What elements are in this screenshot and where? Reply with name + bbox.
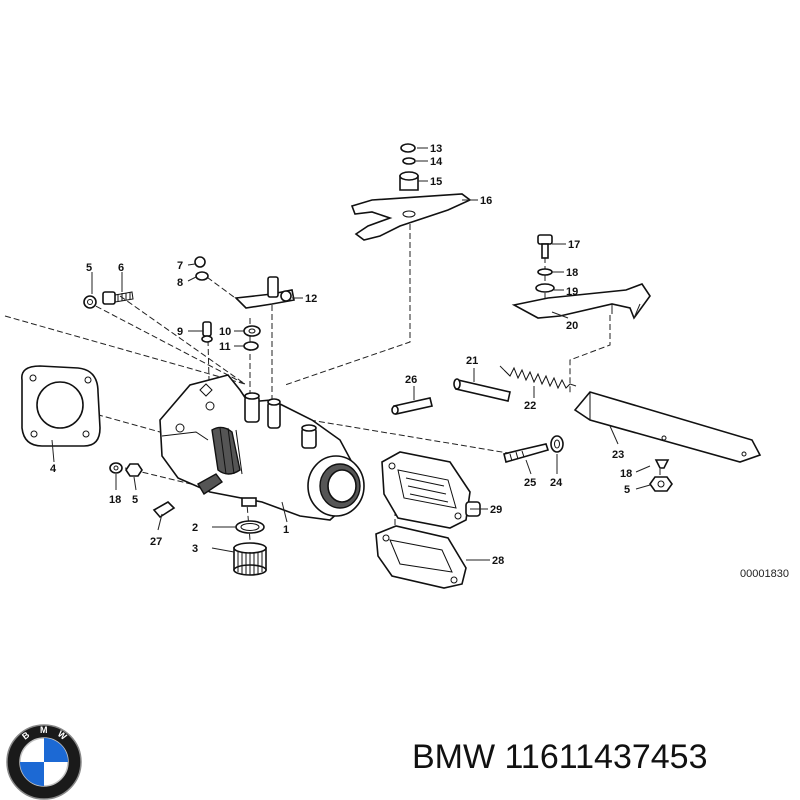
- lever-part-12: [234, 276, 303, 309]
- label-part-15: 15: [430, 176, 442, 188]
- label-part-12: 12: [305, 293, 317, 305]
- washer-part-19: [535, 283, 555, 293]
- label-part-23: 23: [612, 449, 624, 461]
- label-part-4: 4: [50, 463, 57, 475]
- bolt-part-6: [102, 291, 134, 305]
- o-ring-part-2: [235, 520, 265, 534]
- label-part-5-top: 5: [86, 262, 92, 274]
- label-part-22: 22: [524, 400, 536, 412]
- label-part-6: 6: [118, 262, 124, 274]
- label-part-5-lower-right: 5: [624, 484, 630, 496]
- svg-text:M: M: [40, 725, 48, 735]
- label-part-10: 10: [219, 326, 231, 338]
- spring-part-22: [499, 365, 577, 390]
- gasket-part-4: [21, 365, 101, 447]
- label-part-5-left: 5: [132, 494, 138, 506]
- washer-part-18-right: [537, 268, 553, 276]
- label-part-20: 20: [566, 320, 578, 332]
- leader-lines: [51, 147, 651, 561]
- brand-name: BMW: [412, 738, 496, 776]
- washer-part-10: [243, 325, 261, 337]
- washer-part-8: [195, 271, 209, 281]
- filter-part-3: [233, 542, 267, 576]
- pin-part-27: [152, 501, 176, 519]
- label-part-19: 19: [566, 286, 578, 298]
- brand-and-part-number: BMW 11611437453: [412, 738, 708, 777]
- label-part-17: 17: [568, 239, 580, 251]
- label-part-29: 29: [490, 504, 502, 516]
- label-part-28: 28: [492, 555, 504, 567]
- label-part-1: 1: [283, 524, 289, 536]
- label-part-7: 7: [177, 260, 183, 272]
- label-part-18-right: 18: [566, 267, 578, 279]
- label-part-8: 8: [177, 277, 183, 289]
- nut-part-11: [243, 341, 259, 351]
- bmw-logo: B M W: [6, 724, 82, 800]
- washer-part-18-left: [109, 462, 123, 474]
- bracket-part-16: [350, 193, 472, 241]
- label-part-21: 21: [466, 355, 478, 367]
- label-part-13: 13: [430, 143, 442, 155]
- part-number: 11611437453: [504, 738, 708, 776]
- label-part-9: 9: [177, 326, 183, 338]
- catalog-number: 00001830: [740, 568, 789, 580]
- label-part-24: 24: [550, 477, 563, 489]
- bolt-part-17: [537, 234, 553, 259]
- label-part-11: 11: [219, 341, 231, 353]
- gasket-part-28: [375, 525, 467, 589]
- label-part-3: 3: [192, 543, 198, 555]
- washer-part-24: [550, 435, 564, 453]
- label-part-16: 16: [480, 195, 492, 207]
- nut-part-5-right: [649, 476, 673, 492]
- label-part-2: 2: [192, 522, 198, 534]
- screw-part-9: [201, 321, 213, 343]
- pin-part-26: [391, 397, 433, 415]
- callout-labels: 1 2 3 4 5 6 7 8 9 10 11 12 13 14 15 16 1…: [50, 143, 632, 567]
- control-unit-part-29: [381, 451, 481, 529]
- label-part-25: 25: [524, 477, 536, 489]
- screw-part-7: [194, 256, 206, 268]
- label-part-18-lower-right: 18: [620, 468, 632, 480]
- svg-text:B: B: [20, 729, 32, 741]
- washer-part-13: [400, 143, 416, 153]
- label-part-14: 14: [430, 156, 443, 168]
- bolt-part-5-top: [83, 295, 97, 309]
- nut-part-5-left: [125, 463, 143, 477]
- label-part-27: 27: [150, 536, 162, 548]
- bracket-part-23: [573, 391, 762, 463]
- label-part-26: 26: [405, 374, 417, 386]
- spring-part-25: [503, 443, 550, 463]
- washer-part-14: [402, 157, 416, 165]
- bushing-part-15: [399, 171, 419, 191]
- bracket-part-20: [511, 283, 651, 320]
- label-part-18-left: 18: [109, 494, 121, 506]
- washer-part-18-lower-right: [654, 459, 670, 469]
- idle-valve-housing-part-1: [159, 374, 365, 521]
- pin-part-21: [453, 378, 511, 402]
